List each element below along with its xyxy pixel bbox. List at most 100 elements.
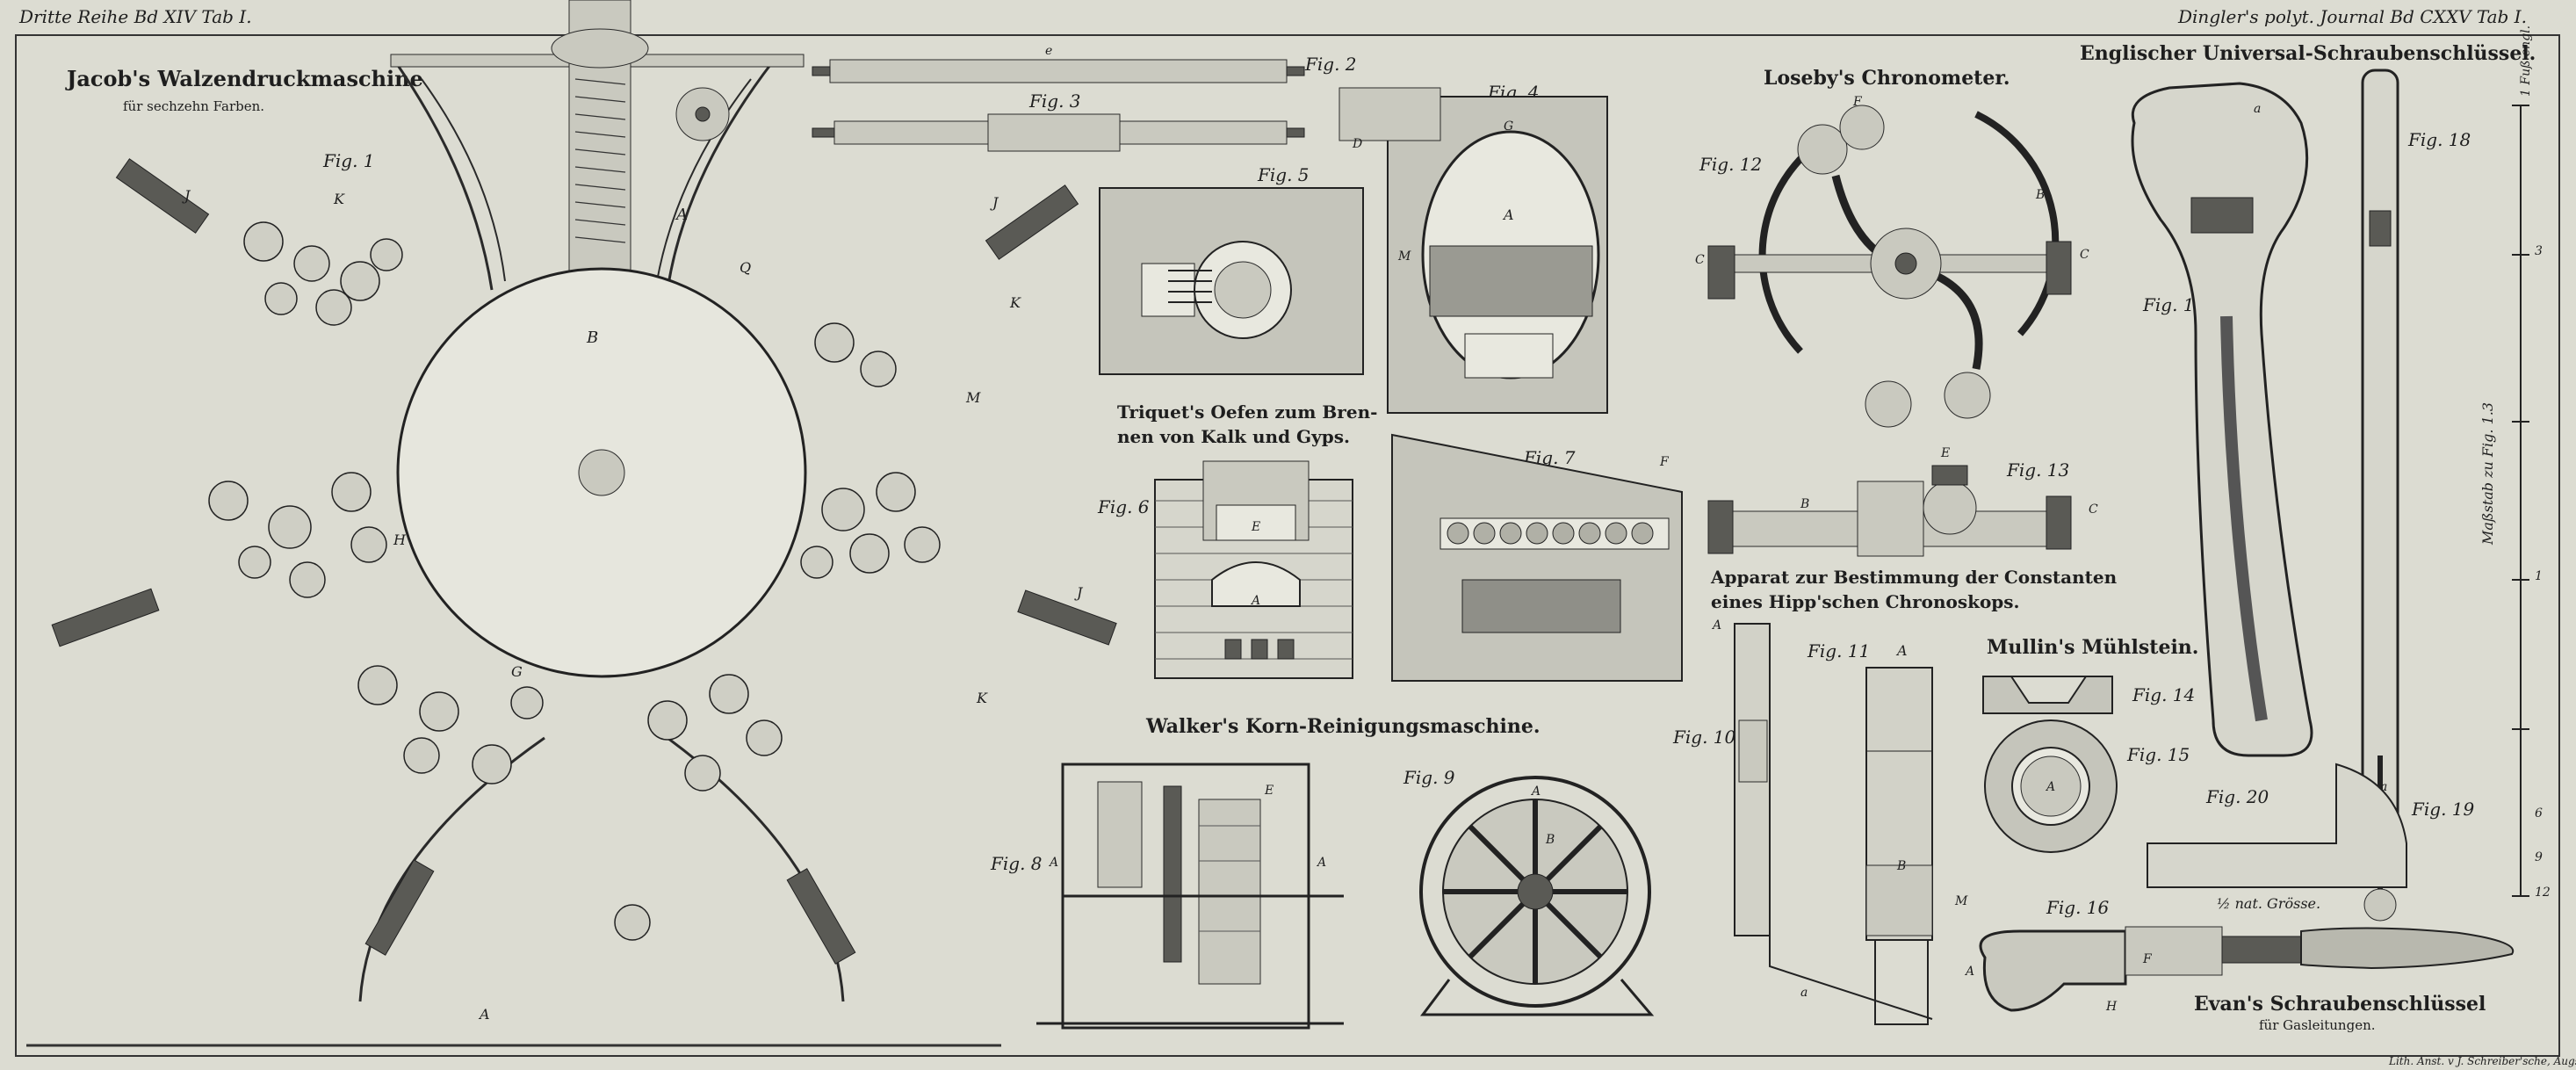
fig15-millstone-plan: Fig. 15 A bbox=[1984, 719, 2190, 853]
label-fig14: Fig. 14 bbox=[2132, 684, 2195, 705]
svg-text:C: C bbox=[1695, 253, 1705, 267]
svg-text:B: B bbox=[1896, 859, 1906, 873]
svg-text:K: K bbox=[1009, 294, 1021, 311]
svg-text:A: A bbox=[2045, 780, 2055, 794]
label-fig6: Fig. 6 bbox=[1097, 496, 1150, 517]
svg-text:H: H bbox=[393, 531, 407, 548]
englischer-title: Englischer Universal-Schraubenschlüssel. bbox=[2080, 42, 2536, 65]
label-fig2: Fig. 2 bbox=[1304, 54, 1357, 75]
roller-groups bbox=[208, 221, 941, 941]
svg-text:A: A bbox=[1316, 856, 1326, 870]
svg-text:F: F bbox=[2142, 952, 2153, 966]
label-fig5: Fig. 5 bbox=[1257, 164, 1310, 185]
fig19-20-wrench-detail: Fig. 19 Fig. 20 ½ nat. Grösse. bbox=[2147, 763, 2475, 912]
svg-text:9: 9 bbox=[2535, 850, 2543, 864]
svg-text:D: D bbox=[1352, 137, 1362, 151]
header-left: Dritte Reihe Bd XIV Tab I. bbox=[18, 6, 252, 27]
svg-text:B: B bbox=[2035, 188, 2045, 202]
fig7-kiln-section: Fig. 7 F bbox=[1391, 433, 1683, 682]
fig6-kiln-front: Fig. 6 E A bbox=[1097, 460, 1353, 679]
svg-text:M: M bbox=[1954, 894, 1968, 908]
fig2-fig3-rollers: e Fig. 2 Fig. 3 bbox=[812, 44, 1357, 152]
label-fig3: Fig. 3 bbox=[1028, 90, 1081, 112]
svg-text:J: J bbox=[990, 194, 999, 211]
svg-text:A: A bbox=[1530, 784, 1541, 799]
frame-arms bbox=[393, 61, 775, 291]
title-mullin: Mullin's Mühlstein. bbox=[1987, 636, 2198, 659]
svg-text:F: F bbox=[1659, 455, 1670, 469]
fig14-millstone-section: Fig. 14 bbox=[1982, 676, 2195, 714]
imprint: Lith. Anst. v J. Schreiber'sche, Augsbg. bbox=[2388, 1055, 2576, 1067]
scale-bar: 3 1 6 9 12 Maßstab zu Fig. 1.3 1 Fuß eng… bbox=[2479, 25, 2551, 900]
fig4-kiln-elevation: Fig. 4 A G M D bbox=[1339, 82, 1608, 414]
svg-text:H: H bbox=[2105, 1000, 2118, 1014]
fig1-printing-machine: Jacob's Walzendruckmaschine für sechzehn… bbox=[26, 0, 1117, 1047]
label-fig15: Fig. 15 bbox=[2126, 744, 2190, 765]
subtitle-evan: für Gasleitungen. bbox=[2259, 1017, 2376, 1033]
label-fig9: Fig. 9 bbox=[1403, 767, 1455, 788]
fig12-chronometer-balance: Fig. 12 F E C C B bbox=[1695, 95, 2089, 460]
title-loseby: Loseby's Chronometer. bbox=[1764, 67, 2010, 90]
fig17-universal-wrench: Fig. 17 a bbox=[2131, 82, 2313, 757]
svg-text:C: C bbox=[2080, 248, 2089, 262]
title-evan: Evan's Schraubenschlüssel bbox=[2194, 993, 2486, 1016]
fig18-wrench-handle: Fig. 18 a bbox=[2361, 69, 2471, 922]
half-size-note: ½ nat. Grösse. bbox=[2217, 895, 2320, 912]
label-fig1: Fig. 1 bbox=[322, 150, 375, 171]
title-walker: Walker's Korn-Reinigungsmaschine. bbox=[1145, 715, 1541, 738]
label-fig20: Fig. 20 bbox=[2205, 786, 2269, 807]
svg-text:e: e bbox=[1045, 44, 1052, 58]
fig9-walker-front: Fig. 9 A B bbox=[1403, 767, 1655, 1016]
svg-text:F: F bbox=[1852, 95, 1863, 109]
svg-text:12: 12 bbox=[2535, 886, 2551, 900]
svg-text:G: G bbox=[1504, 119, 1513, 134]
title-apparat-2: eines Hipp'schen Chronoskops. bbox=[1711, 591, 2019, 612]
adjusting-screws bbox=[51, 158, 1117, 965]
svg-text:M: M bbox=[1397, 249, 1411, 264]
label-fig13: Fig. 13 bbox=[2006, 459, 2069, 481]
label-fig12: Fig. 12 bbox=[1699, 154, 1762, 175]
header-right: Dingler's polyt. Journal Bd CXXV Tab I. bbox=[2177, 6, 2527, 27]
scale-unit: 1 Fuß engl. bbox=[2519, 25, 2533, 97]
svg-text:C: C bbox=[2089, 502, 2098, 517]
svg-text:B: B bbox=[1800, 497, 1809, 511]
svg-text:G: G bbox=[511, 663, 523, 680]
label-fig11: Fig. 11 bbox=[1807, 640, 1870, 662]
svg-text:A: A bbox=[1895, 642, 1908, 659]
loseby-title: Loseby's Chronometer. bbox=[1764, 67, 2010, 90]
svg-text:a: a bbox=[2254, 102, 2261, 116]
fig11-apparatus: Fig. 11 A B M bbox=[1807, 640, 1968, 1025]
scale-caption: Maßstab zu Fig. 1.3 bbox=[2479, 402, 2496, 546]
svg-text:A: A bbox=[675, 206, 688, 224]
svg-text:K: K bbox=[333, 191, 345, 207]
fig10-apparatus: Fig. 10 A a bbox=[1672, 618, 1933, 1020]
svg-text:a: a bbox=[1800, 986, 1808, 1000]
svg-text:B: B bbox=[1545, 833, 1555, 847]
svg-text:B: B bbox=[586, 329, 598, 347]
title-apparat-1: Apparat zur Bestimmung der Constanten bbox=[1710, 567, 2118, 588]
svg-text:A: A bbox=[478, 1006, 490, 1023]
title-jacob: Jacob's Walzendruckmaschine bbox=[65, 66, 423, 91]
label-fig19: Fig. 19 bbox=[2411, 799, 2475, 820]
svg-text:a: a bbox=[2380, 780, 2387, 794]
svg-text:1: 1 bbox=[2535, 569, 2543, 583]
svg-text:E: E bbox=[1251, 520, 1260, 534]
apparat-title: Apparat zur Bestimmung der Constanten ei… bbox=[1710, 567, 2118, 612]
fig16-gas-wrench: Fig. 16 A F H Evan's Schraubenschlüssel … bbox=[1964, 897, 2515, 1033]
svg-text:Q: Q bbox=[740, 259, 751, 276]
svg-text:M: M bbox=[965, 389, 981, 406]
svg-text:A: A bbox=[1250, 594, 1260, 608]
svg-text:J: J bbox=[182, 187, 191, 204]
svg-text:E: E bbox=[1940, 446, 1950, 460]
frame-arms-inner bbox=[421, 78, 752, 282]
label-fig10: Fig. 10 bbox=[1672, 727, 1736, 748]
subtitle-jacob: für sechzehn Farben. bbox=[123, 98, 264, 114]
fig5-kiln-section: Fig. 5 bbox=[1099, 164, 1364, 375]
title-englischer: Englischer Universal-Schraubenschlüssel. bbox=[2080, 42, 2536, 65]
svg-text:A: A bbox=[1711, 618, 1721, 633]
svg-text:J: J bbox=[1074, 584, 1084, 601]
label-fig16: Fig. 16 bbox=[2046, 897, 2110, 918]
plate-border bbox=[15, 34, 2560, 1057]
svg-text:E: E bbox=[1264, 784, 1274, 798]
triquet-title: Triquet's Oefen zum Bren- nen von Kalk u… bbox=[1117, 401, 1377, 447]
